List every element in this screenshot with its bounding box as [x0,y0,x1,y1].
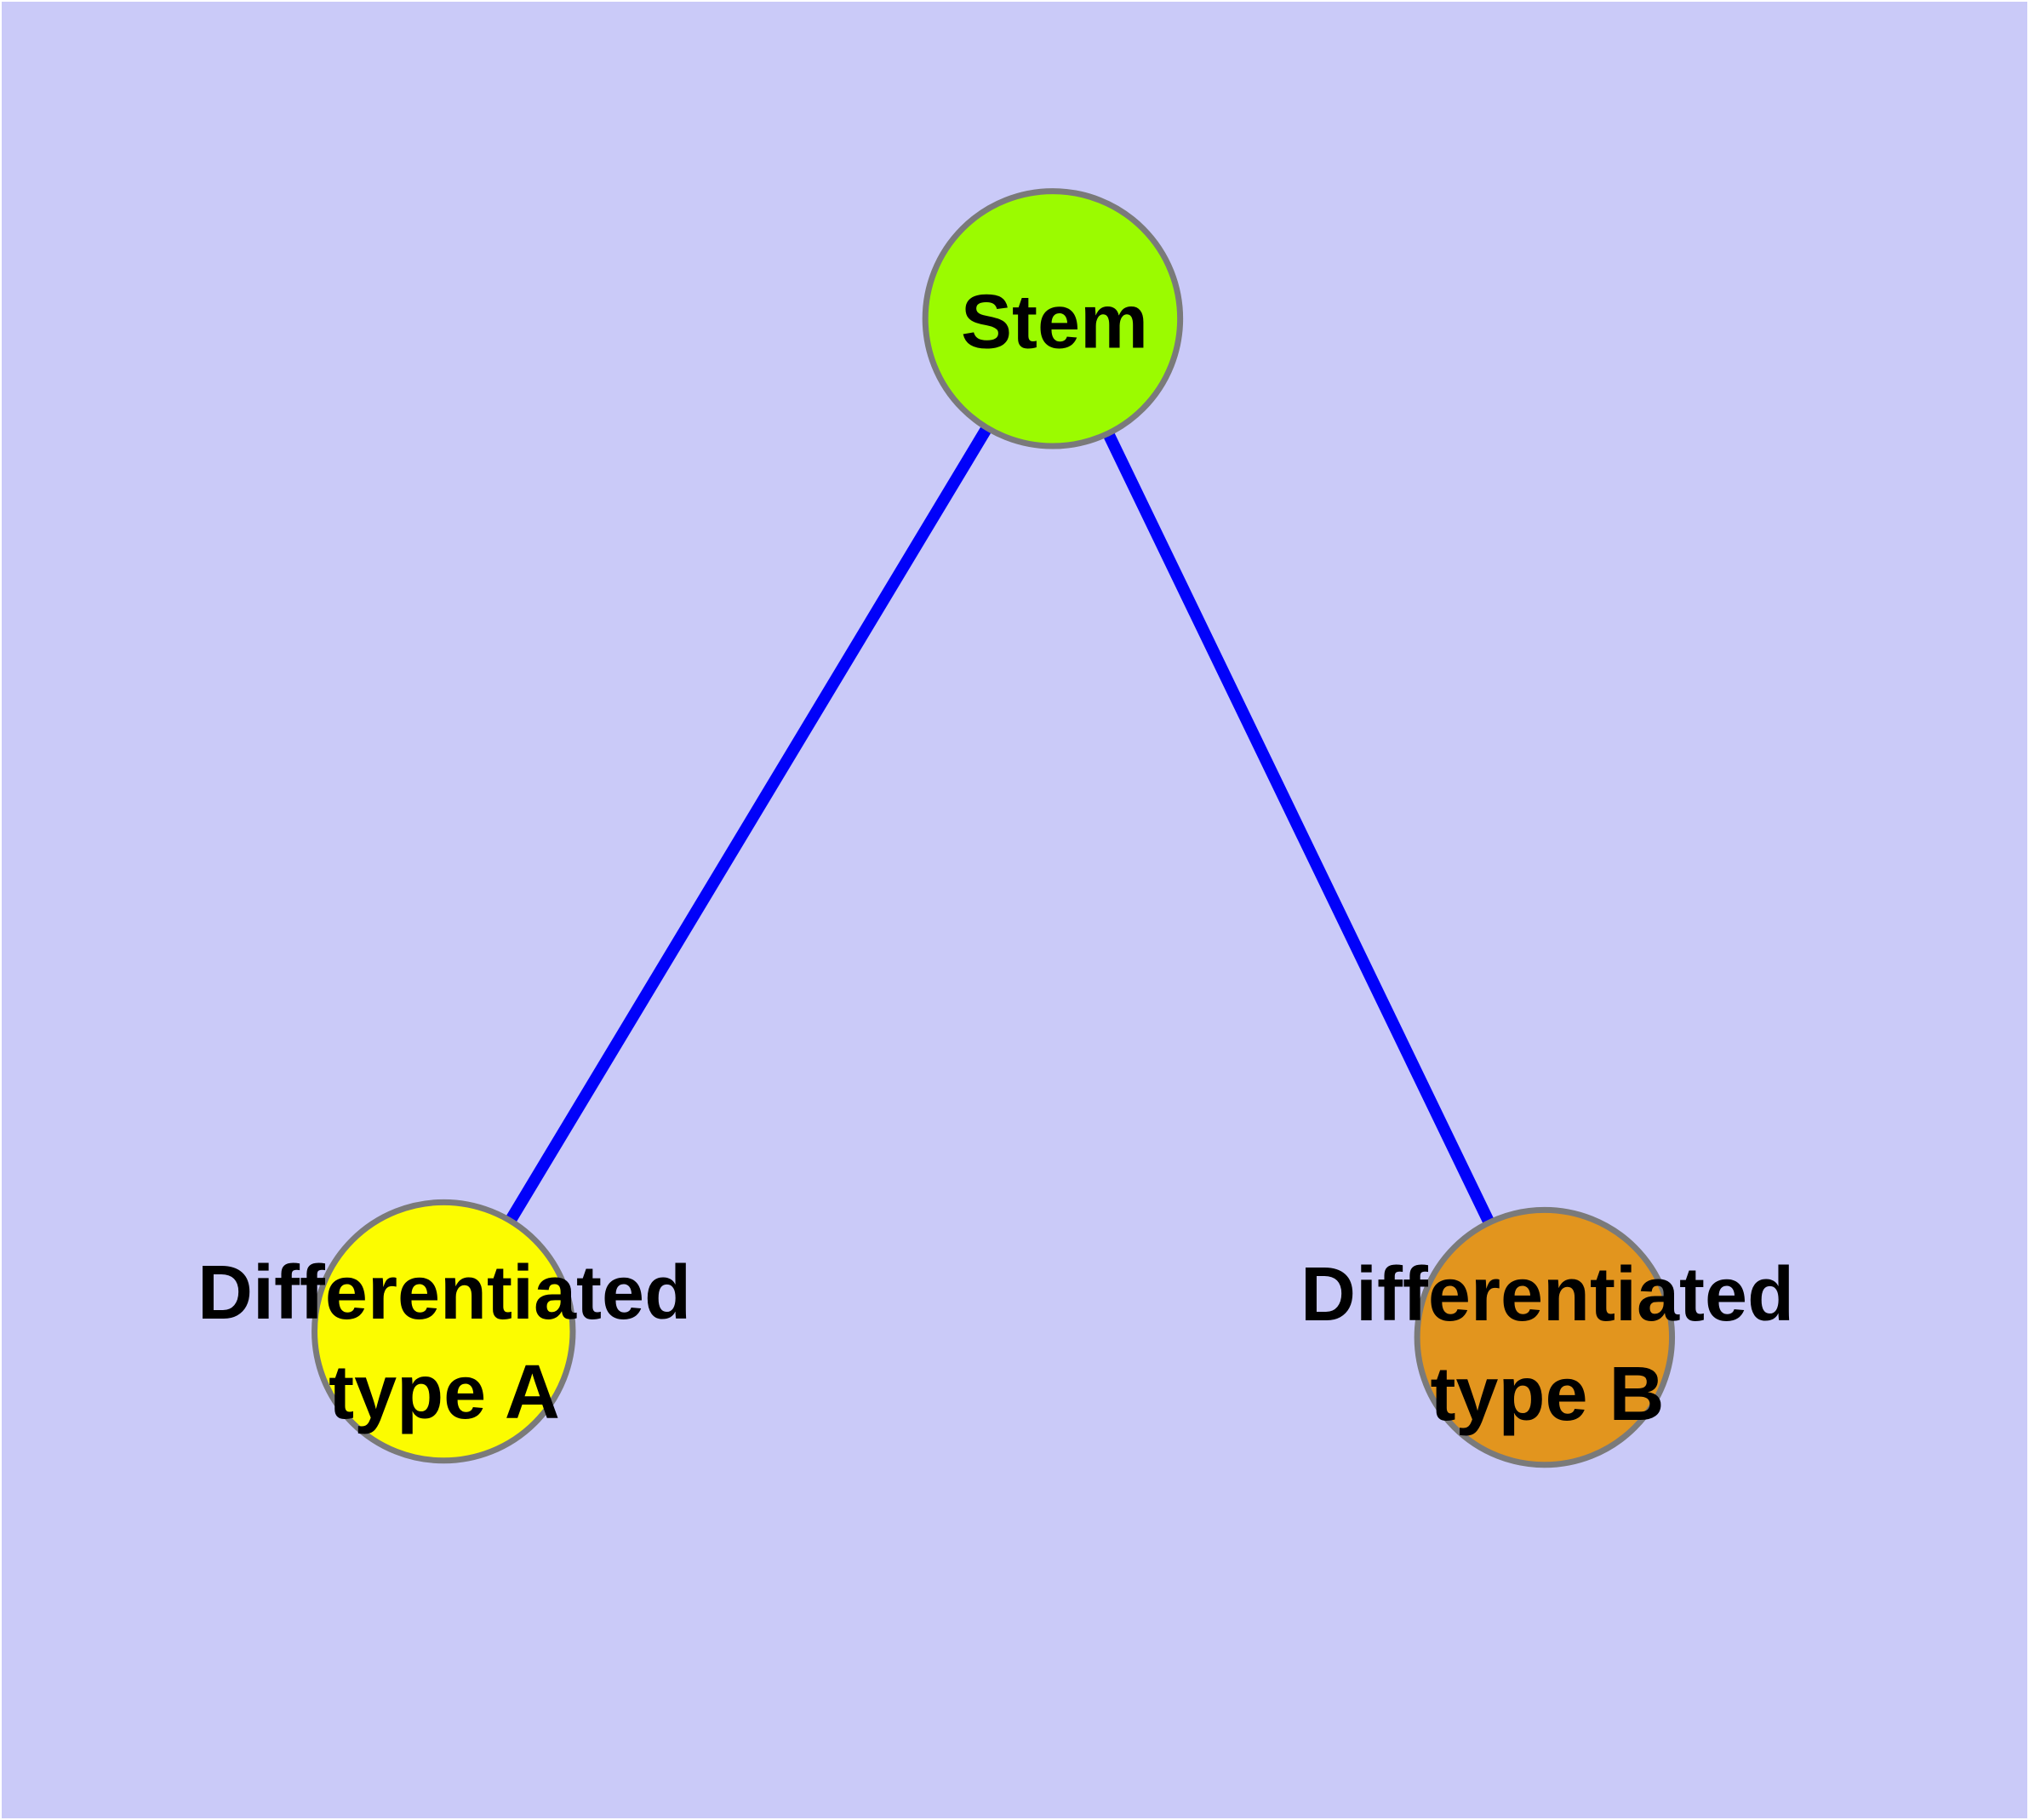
node-differentiated-type-b-label-line1: Differentiated [1300,1252,1795,1337]
node-differentiated-type-a-label: Differentiated type A [197,1244,691,1443]
node-stem-label: Stem [961,273,1148,373]
edge-stem-to-type-b [1047,316,1551,1341]
edge-stem-to-type-a [438,315,1058,1335]
node-differentiated-type-b-label-line2: type B [1430,1352,1665,1437]
node-differentiated-type-a-label-line2: type A [329,1350,560,1435]
node-stem-circle [922,188,1184,449]
node-differentiated-type-b-label: Differentiated type B [1300,1245,1794,1445]
node-differentiated-type-a-label-line1: Differentiated [197,1251,692,1336]
node-stem-label-text: Stem [960,279,1149,365]
node-differentiated-type-b-circle [1414,1206,1676,1468]
node-differentiated-type-a-circle [311,1199,576,1464]
